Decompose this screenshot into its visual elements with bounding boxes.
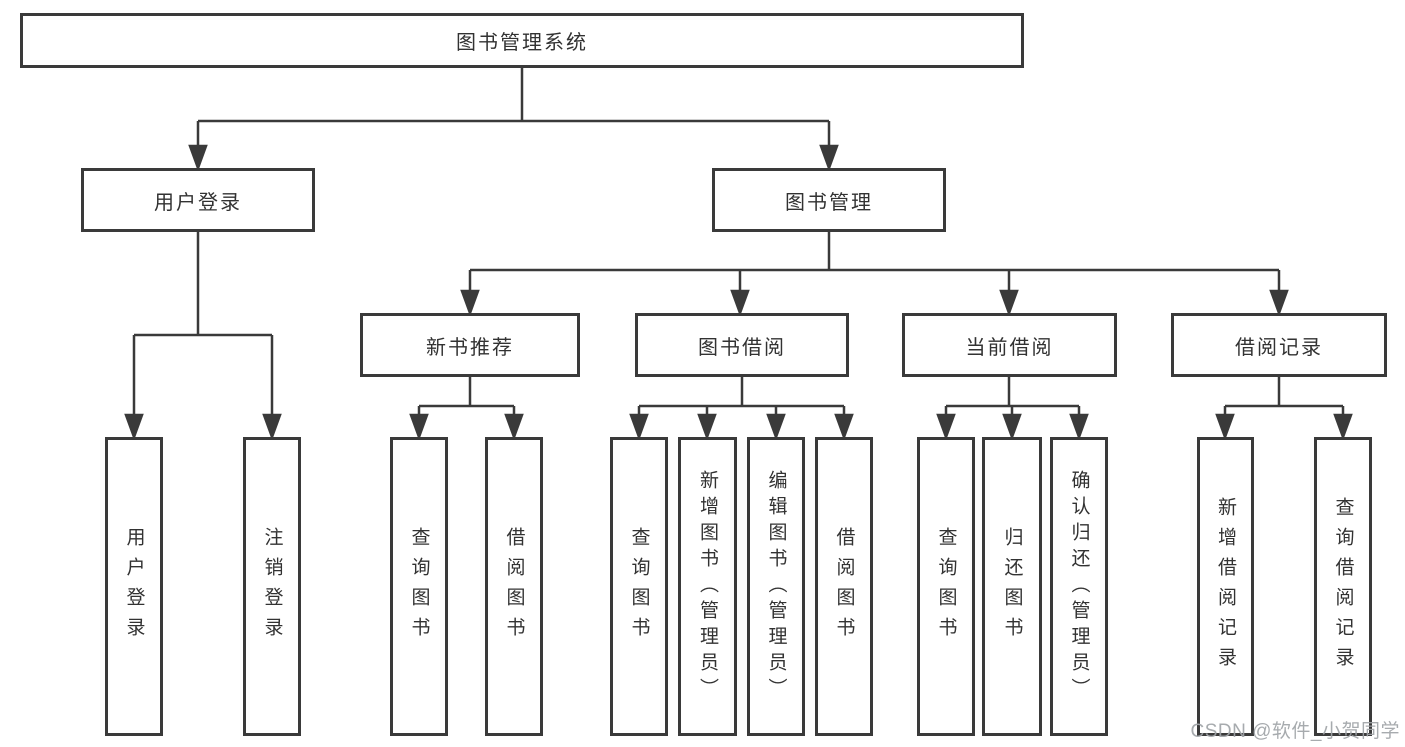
leaf-rec-borrow-books-label: 借阅图书 bbox=[503, 526, 525, 647]
connector-root-to-level2 bbox=[188, 68, 839, 172]
leaf-cb-return-books-label: 归还图书 bbox=[1001, 526, 1023, 647]
node-book-management: 图书管理 bbox=[712, 168, 946, 232]
arrowhead bbox=[1002, 413, 1022, 441]
node-user-login-label: 用户登录 bbox=[154, 191, 242, 214]
node-book-borrowing: 图书借阅 bbox=[635, 313, 849, 377]
arrowhead bbox=[999, 289, 1019, 317]
arrowhead bbox=[1333, 413, 1353, 441]
node-book-management-label: 图书管理 bbox=[785, 191, 873, 214]
connector-bookborrow-to-leaves bbox=[629, 377, 854, 441]
leaf-br-query-record: 查询借阅记录 bbox=[1314, 437, 1372, 736]
leaf-bb-add-books-admin: 新增图书（管理员） bbox=[678, 437, 737, 736]
node-new-book-recommend: 新书推荐 bbox=[360, 313, 580, 377]
arrowhead bbox=[460, 289, 480, 317]
node-book-borrowing-label: 图书借阅 bbox=[698, 336, 786, 359]
csdn-watermark: CSDN @软件_小贺同学 bbox=[1190, 721, 1400, 742]
node-user-login: 用户登录 bbox=[81, 168, 315, 232]
arrowhead bbox=[124, 413, 144, 441]
leaf-cb-confirm-return-admin: 确认归还（管理员） bbox=[1050, 437, 1108, 736]
leaf-logout: 注销登录 bbox=[243, 437, 301, 736]
arrowhead bbox=[188, 144, 208, 172]
node-current-borrowing-label: 当前借阅 bbox=[965, 336, 1054, 359]
leaf-rec-query-books-label: 查询图书 bbox=[408, 526, 430, 647]
arrowhead bbox=[819, 144, 839, 172]
connector-borrowrecord-to-leaves bbox=[1215, 377, 1353, 441]
node-root: 图书管理系统 bbox=[20, 13, 1024, 68]
arrowhead bbox=[936, 413, 956, 441]
leaf-bb-borrow-books-label: 借阅图书 bbox=[833, 526, 855, 647]
leaf-cb-return-books: 归还图书 bbox=[982, 437, 1042, 736]
node-borrowing-records: 借阅记录 bbox=[1171, 313, 1387, 377]
connector-newbookrec-to-leaves bbox=[409, 377, 524, 441]
connector-bookmgmt-to-level3 bbox=[460, 232, 1289, 317]
leaf-user-login-label: 用户登录 bbox=[123, 526, 145, 647]
arrowhead bbox=[834, 413, 854, 441]
leaf-bb-add-books-admin-label: 新增图书（管理员） bbox=[697, 469, 718, 704]
leaf-cb-query-books-label: 查询图书 bbox=[935, 526, 957, 647]
leaf-bb-edit-books-admin-label: 编辑图书（管理员） bbox=[765, 469, 787, 704]
node-current-borrowing: 当前借阅 bbox=[902, 313, 1117, 377]
arrowhead bbox=[1069, 413, 1089, 441]
node-new-book-recommend-label: 新书推荐 bbox=[426, 336, 514, 359]
arrowhead bbox=[262, 413, 282, 441]
arrowhead bbox=[1215, 413, 1235, 441]
leaf-br-add-record-label: 新增借阅记录 bbox=[1215, 496, 1236, 677]
leaf-cb-confirm-return-admin-label: 确认归还（管理员） bbox=[1068, 469, 1090, 704]
node-borrowing-records-label: 借阅记录 bbox=[1235, 336, 1323, 359]
arrowhead bbox=[504, 413, 524, 441]
arrowhead bbox=[766, 413, 786, 441]
connector-userlogin-to-leaves bbox=[124, 232, 282, 441]
arrowhead bbox=[697, 413, 717, 441]
leaf-cb-query-books: 查询图书 bbox=[917, 437, 975, 736]
leaf-logout-label: 注销登录 bbox=[261, 526, 283, 647]
leaf-rec-query-books: 查询图书 bbox=[390, 437, 448, 736]
arrowhead bbox=[409, 413, 429, 441]
leaf-bb-borrow-books: 借阅图书 bbox=[815, 437, 873, 736]
leaf-bb-query-books-label: 查询图书 bbox=[628, 526, 650, 647]
node-root-label: 图书管理系统 bbox=[456, 32, 588, 54]
arrowhead bbox=[1269, 289, 1289, 317]
leaf-user-login: 用户登录 bbox=[105, 437, 163, 736]
leaf-br-add-record: 新增借阅记录 bbox=[1197, 437, 1254, 736]
arrowhead bbox=[629, 413, 649, 441]
leaf-bb-query-books: 查询图书 bbox=[610, 437, 668, 736]
leaf-br-query-record-label: 查询借阅记录 bbox=[1332, 496, 1354, 677]
arrowhead bbox=[730, 289, 750, 317]
connector-currentborrow-to-leaves bbox=[936, 377, 1089, 441]
leaf-bb-edit-books-admin: 编辑图书（管理员） bbox=[747, 437, 805, 736]
leaf-rec-borrow-books: 借阅图书 bbox=[485, 437, 543, 736]
